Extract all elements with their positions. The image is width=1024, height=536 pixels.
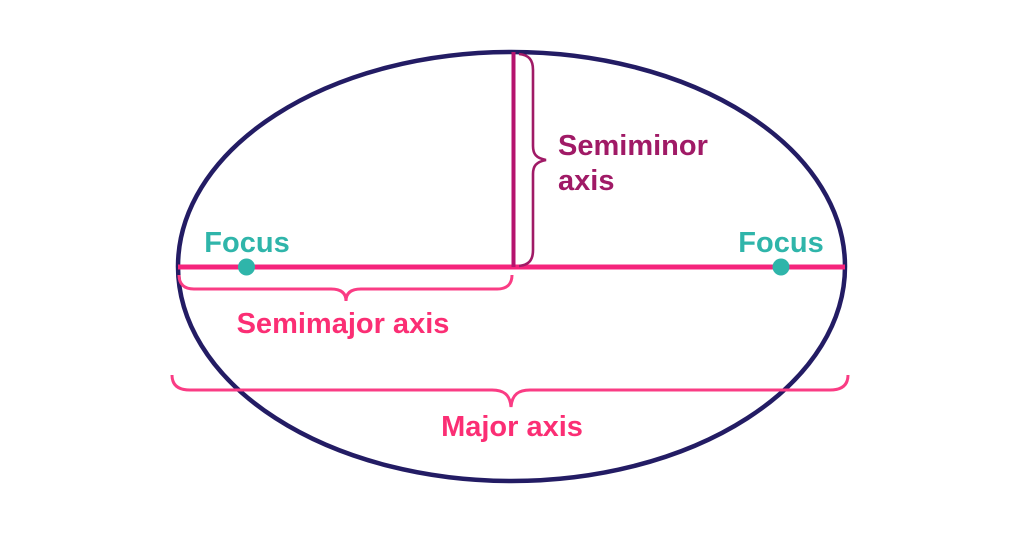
focus-label-right: Focus [738,227,823,259]
semimajor-axis-label: Semimajor axis [237,308,450,340]
semiminor-axis-label-line2: axis [558,165,614,197]
semiminor-axis-label-line1: Semiminor [558,130,708,162]
major-axis-label: Major axis [441,411,583,443]
focus-label-left: Focus [204,227,289,259]
semiminor-brace [518,52,547,268]
semimajor-brace [177,274,514,302]
focus-dot-right [772,258,790,276]
focus-dot-left [238,258,255,276]
major-axis-brace [170,374,850,408]
